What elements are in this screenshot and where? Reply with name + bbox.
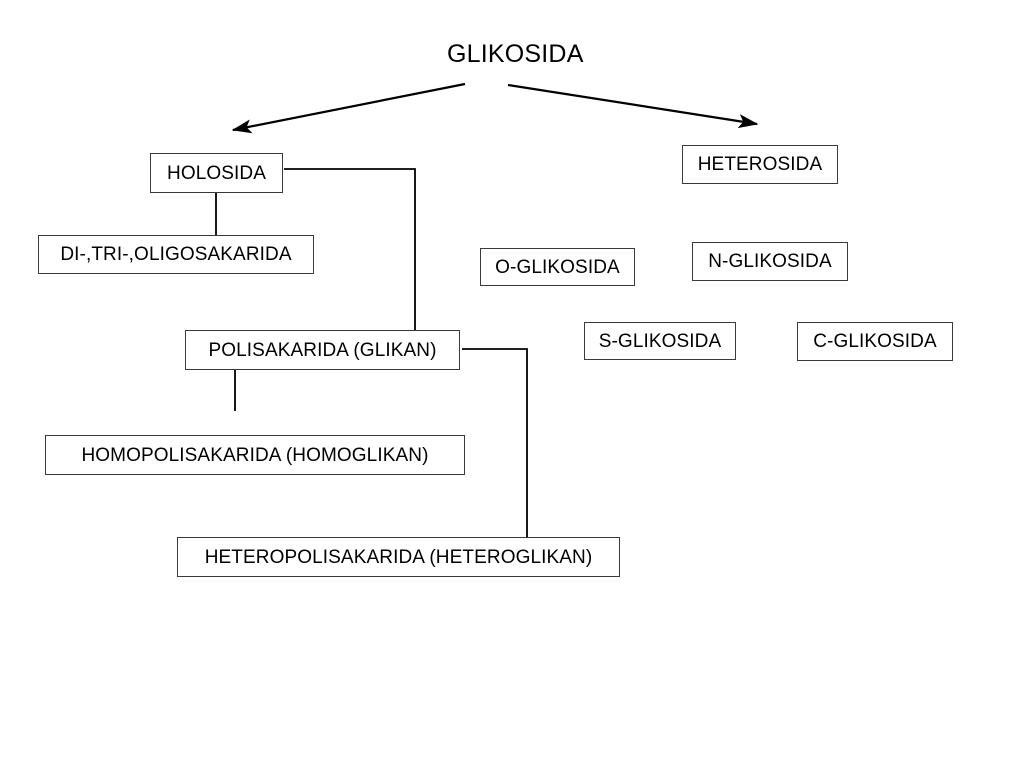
connector-arrow-to-holosida (231, 82, 466, 134)
node-homopolisakarida[interactable]: HOMOPOLISAKARIDA (HOMOGLIKAN) (45, 435, 465, 475)
node-o-glikosida[interactable]: O-GLIKOSIDA (480, 248, 635, 286)
node-c-glikosida[interactable]: C-GLIKOSIDA (797, 322, 953, 361)
node-di-tri-oligo[interactable]: DI-,TRI-,OLIGOSAKARIDA (38, 235, 314, 274)
node-polisakarida[interactable]: POLISAKARIDA (GLIKAN) (185, 330, 460, 370)
node-heteropolisakarida[interactable]: HETEROPOLISAKARIDA (HETEROGLIKAN) (177, 537, 620, 577)
page-title: GLIKOSIDA (447, 40, 584, 68)
connector-arrow-to-heterosida (507, 83, 759, 129)
node-s-glikosida[interactable]: S-GLIKOSIDA (584, 322, 736, 360)
node-holosida[interactable]: HOLOSIDA (150, 153, 283, 193)
connector-polisakarida-to-hetero (462, 348, 528, 537)
node-n-glikosida[interactable]: N-GLIKOSIDA (692, 242, 848, 281)
node-heterosida[interactable]: HETEROSIDA (682, 145, 838, 184)
